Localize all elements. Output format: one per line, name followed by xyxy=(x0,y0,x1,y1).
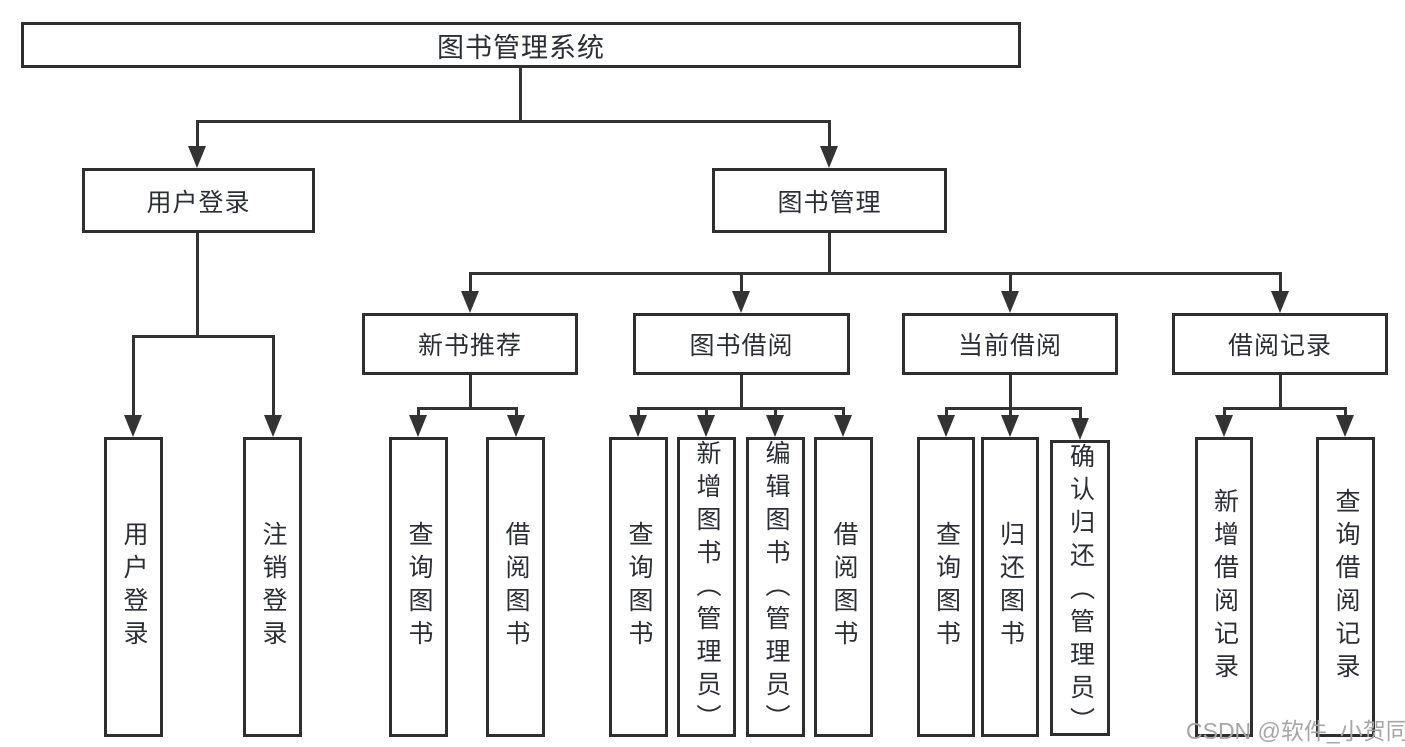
node-book-management-module: 图书管理 xyxy=(712,168,947,233)
arrow-down-icon xyxy=(1215,415,1233,437)
node-current-borrow: 当前借阅 xyxy=(902,313,1118,375)
node-leaf-add-books-admin: 新增图书（管理员） xyxy=(677,437,736,737)
node-label: 图书借阅 xyxy=(689,332,794,360)
node-leaf-add-borrow-record: 新增借阅记录 xyxy=(1195,437,1253,737)
connector-line xyxy=(774,407,777,416)
connector-line xyxy=(1223,407,1347,410)
connector-line xyxy=(132,335,275,338)
node-borrow-records: 借阅记录 xyxy=(1172,313,1388,375)
node-leaf-borrow-books-b: 借阅图书 xyxy=(814,437,873,737)
arrow-down-icon xyxy=(264,415,282,437)
node-label: 编辑图书（管理员） xyxy=(762,440,790,737)
connector-line xyxy=(945,407,1082,410)
arrow-down-icon xyxy=(629,415,647,437)
arrow-down-icon xyxy=(732,291,750,313)
connector-line xyxy=(1279,375,1282,408)
arrow-down-icon xyxy=(1271,291,1289,313)
node-leaf-query-books-b: 查询图书 xyxy=(609,437,668,737)
node-label: 新增借阅记录 xyxy=(1210,488,1239,686)
node-label: 借阅图书 xyxy=(502,521,530,653)
node-leaf-query-borrow-record: 查询借阅记录 xyxy=(1316,437,1375,737)
node-label: 查询图书 xyxy=(932,521,961,653)
node-leaf-confirm-return-admin: 确认归还（管理员） xyxy=(1050,440,1110,740)
csdn-watermark: CSDN @软件_小贺同学 xyxy=(1186,718,1405,744)
connector-line xyxy=(740,375,743,408)
connector-line xyxy=(1223,407,1226,416)
connector-line xyxy=(637,407,845,410)
connector-line xyxy=(272,335,275,416)
connector-line xyxy=(196,233,199,336)
arrow-down-icon xyxy=(820,146,838,168)
node-user-login-module: 用户登录 xyxy=(82,168,315,233)
arrow-down-icon xyxy=(188,146,206,168)
arrow-down-icon xyxy=(461,291,479,313)
node-label: 新增图书（管理员） xyxy=(693,440,721,737)
node-label: 图书管理 xyxy=(777,188,882,217)
arrow-down-icon xyxy=(766,415,784,437)
connector-line xyxy=(1344,407,1347,416)
node-label: 图书管理系统 xyxy=(437,32,605,63)
connector-line xyxy=(417,407,420,416)
node-label: 用户登录 xyxy=(146,188,251,217)
connector-line xyxy=(1079,407,1082,419)
connector-line xyxy=(519,68,522,121)
connector-line xyxy=(1009,272,1012,292)
node-new-book-recommend: 新书推荐 xyxy=(362,313,578,375)
node-label: 确认归还（管理员） xyxy=(1066,443,1095,740)
arrow-down-icon xyxy=(409,415,427,437)
connector-line xyxy=(705,407,708,416)
arrow-down-icon xyxy=(834,415,852,437)
node-label: 查询图书 xyxy=(405,521,433,653)
node-root-system: 图书管理系统 xyxy=(21,22,1021,68)
connector-line xyxy=(637,407,640,416)
node-leaf-logout: 注销登录 xyxy=(243,437,302,737)
node-label: 查询借阅记录 xyxy=(1332,488,1360,686)
connector-line xyxy=(945,407,948,416)
connector-line xyxy=(740,272,743,292)
arrow-down-icon xyxy=(1001,415,1019,437)
node-leaf-borrow-books-a: 借阅图书 xyxy=(486,437,545,737)
connector-line xyxy=(828,233,831,273)
connector-line xyxy=(842,407,845,416)
node-label: 借阅记录 xyxy=(1227,332,1332,360)
connector-line xyxy=(1009,407,1012,416)
connector-line xyxy=(469,272,472,292)
arrow-down-icon xyxy=(507,415,525,437)
node-leaf-edit-books-admin: 编辑图书（管理员） xyxy=(746,437,805,737)
node-label: 新书推荐 xyxy=(417,332,522,360)
node-label: 借阅图书 xyxy=(830,521,858,653)
connector-line xyxy=(515,407,518,416)
node-label: 用户登录 xyxy=(120,521,148,653)
node-leaf-user-login: 用户登录 xyxy=(104,437,163,737)
connector-line xyxy=(417,407,518,410)
connector-line xyxy=(469,375,472,408)
node-label: 注销登录 xyxy=(259,521,287,653)
node-leaf-return-books: 归还图书 xyxy=(981,437,1039,737)
arrow-down-icon xyxy=(1336,415,1354,437)
connector-line xyxy=(828,120,831,147)
node-leaf-query-books-c: 查询图书 xyxy=(917,437,975,737)
node-label: 归还图书 xyxy=(996,521,1025,653)
arrow-down-icon xyxy=(124,415,142,437)
node-leaf-query-books-a: 查询图书 xyxy=(389,437,448,737)
connector-line xyxy=(469,272,1282,275)
connector-line xyxy=(1279,272,1282,292)
connector-line xyxy=(196,120,199,147)
connector-line xyxy=(196,120,831,123)
arrow-down-icon xyxy=(697,415,715,437)
arrow-down-icon xyxy=(937,415,955,437)
node-label: 查询图书 xyxy=(625,521,653,653)
connector-line xyxy=(132,335,135,416)
connector-line xyxy=(1009,375,1012,408)
node-label: 当前借阅 xyxy=(957,332,1062,360)
arrow-down-icon xyxy=(1071,418,1089,440)
node-book-borrow: 图书借阅 xyxy=(633,313,850,375)
arrow-down-icon xyxy=(1001,291,1019,313)
